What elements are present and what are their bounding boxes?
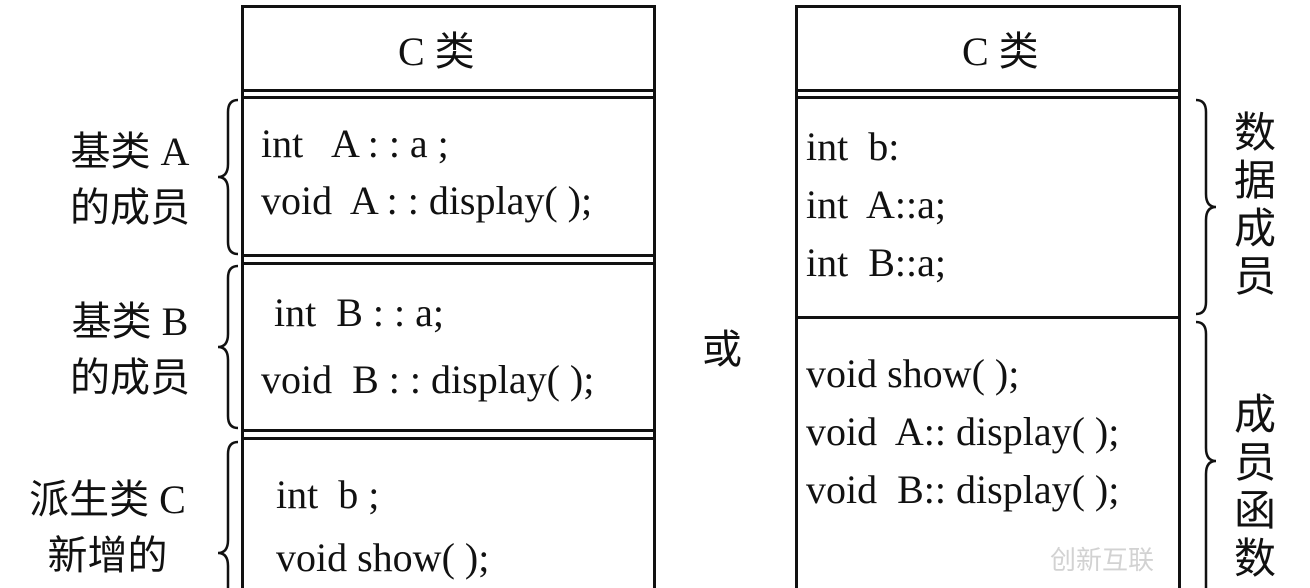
right-class-box xyxy=(795,5,1181,588)
code-line: int b ; xyxy=(276,472,380,517)
label-line: 基类 B xyxy=(71,299,189,344)
right-brace-icon xyxy=(1195,320,1217,588)
divider xyxy=(795,89,1181,92)
code-line: int b: xyxy=(806,124,900,169)
member-functions-label: 成员函数 xyxy=(1233,393,1276,583)
divider xyxy=(241,429,656,432)
label-line: 基类 A xyxy=(70,129,190,174)
code-line: int B::a; xyxy=(806,240,946,285)
code-line: int B : : a; xyxy=(264,290,444,335)
code-line: int A::a; xyxy=(806,182,946,227)
right-class-title: C 类 xyxy=(962,29,1039,74)
code-line: void A : : display( ); xyxy=(261,178,593,223)
label-line: 新增的 xyxy=(47,533,168,578)
label-line: 派生类 C xyxy=(29,477,186,522)
section-label-base-a: 基类 A 的成员 xyxy=(40,124,220,236)
left-class-box xyxy=(241,5,656,588)
code-line: void A:: display( ); xyxy=(806,409,1120,454)
left-class-title: C 类 xyxy=(398,29,475,74)
code-line: void B : : display( ); xyxy=(261,357,595,402)
divider xyxy=(241,89,656,92)
divider xyxy=(795,316,1181,319)
right-brace-icon xyxy=(1195,98,1217,316)
divider xyxy=(241,254,656,257)
data-members-label: 数据成员 xyxy=(1233,111,1276,301)
code-line: void show( ); xyxy=(806,351,1020,396)
left-brace-icon xyxy=(217,98,239,256)
divider xyxy=(795,96,1181,99)
section-label-base-b: 基类 B 的成员 xyxy=(40,294,220,406)
watermark-logo: 创新互联 xyxy=(1050,546,1155,576)
label-line: 的成员 xyxy=(70,185,190,230)
code-line: int A : : a ; xyxy=(261,121,449,166)
left-brace-icon xyxy=(217,264,239,430)
section-label-derived-c: 派生类 C 新增的 xyxy=(5,472,210,584)
code-line: void show( ); xyxy=(276,535,490,580)
label-line: 的成员 xyxy=(70,355,190,400)
divider xyxy=(241,437,656,440)
left-brace-icon xyxy=(217,440,239,588)
divider xyxy=(241,262,656,265)
or-label: 或 xyxy=(702,327,742,372)
code-line: void B:: display( ); xyxy=(806,467,1120,512)
divider xyxy=(241,96,656,99)
